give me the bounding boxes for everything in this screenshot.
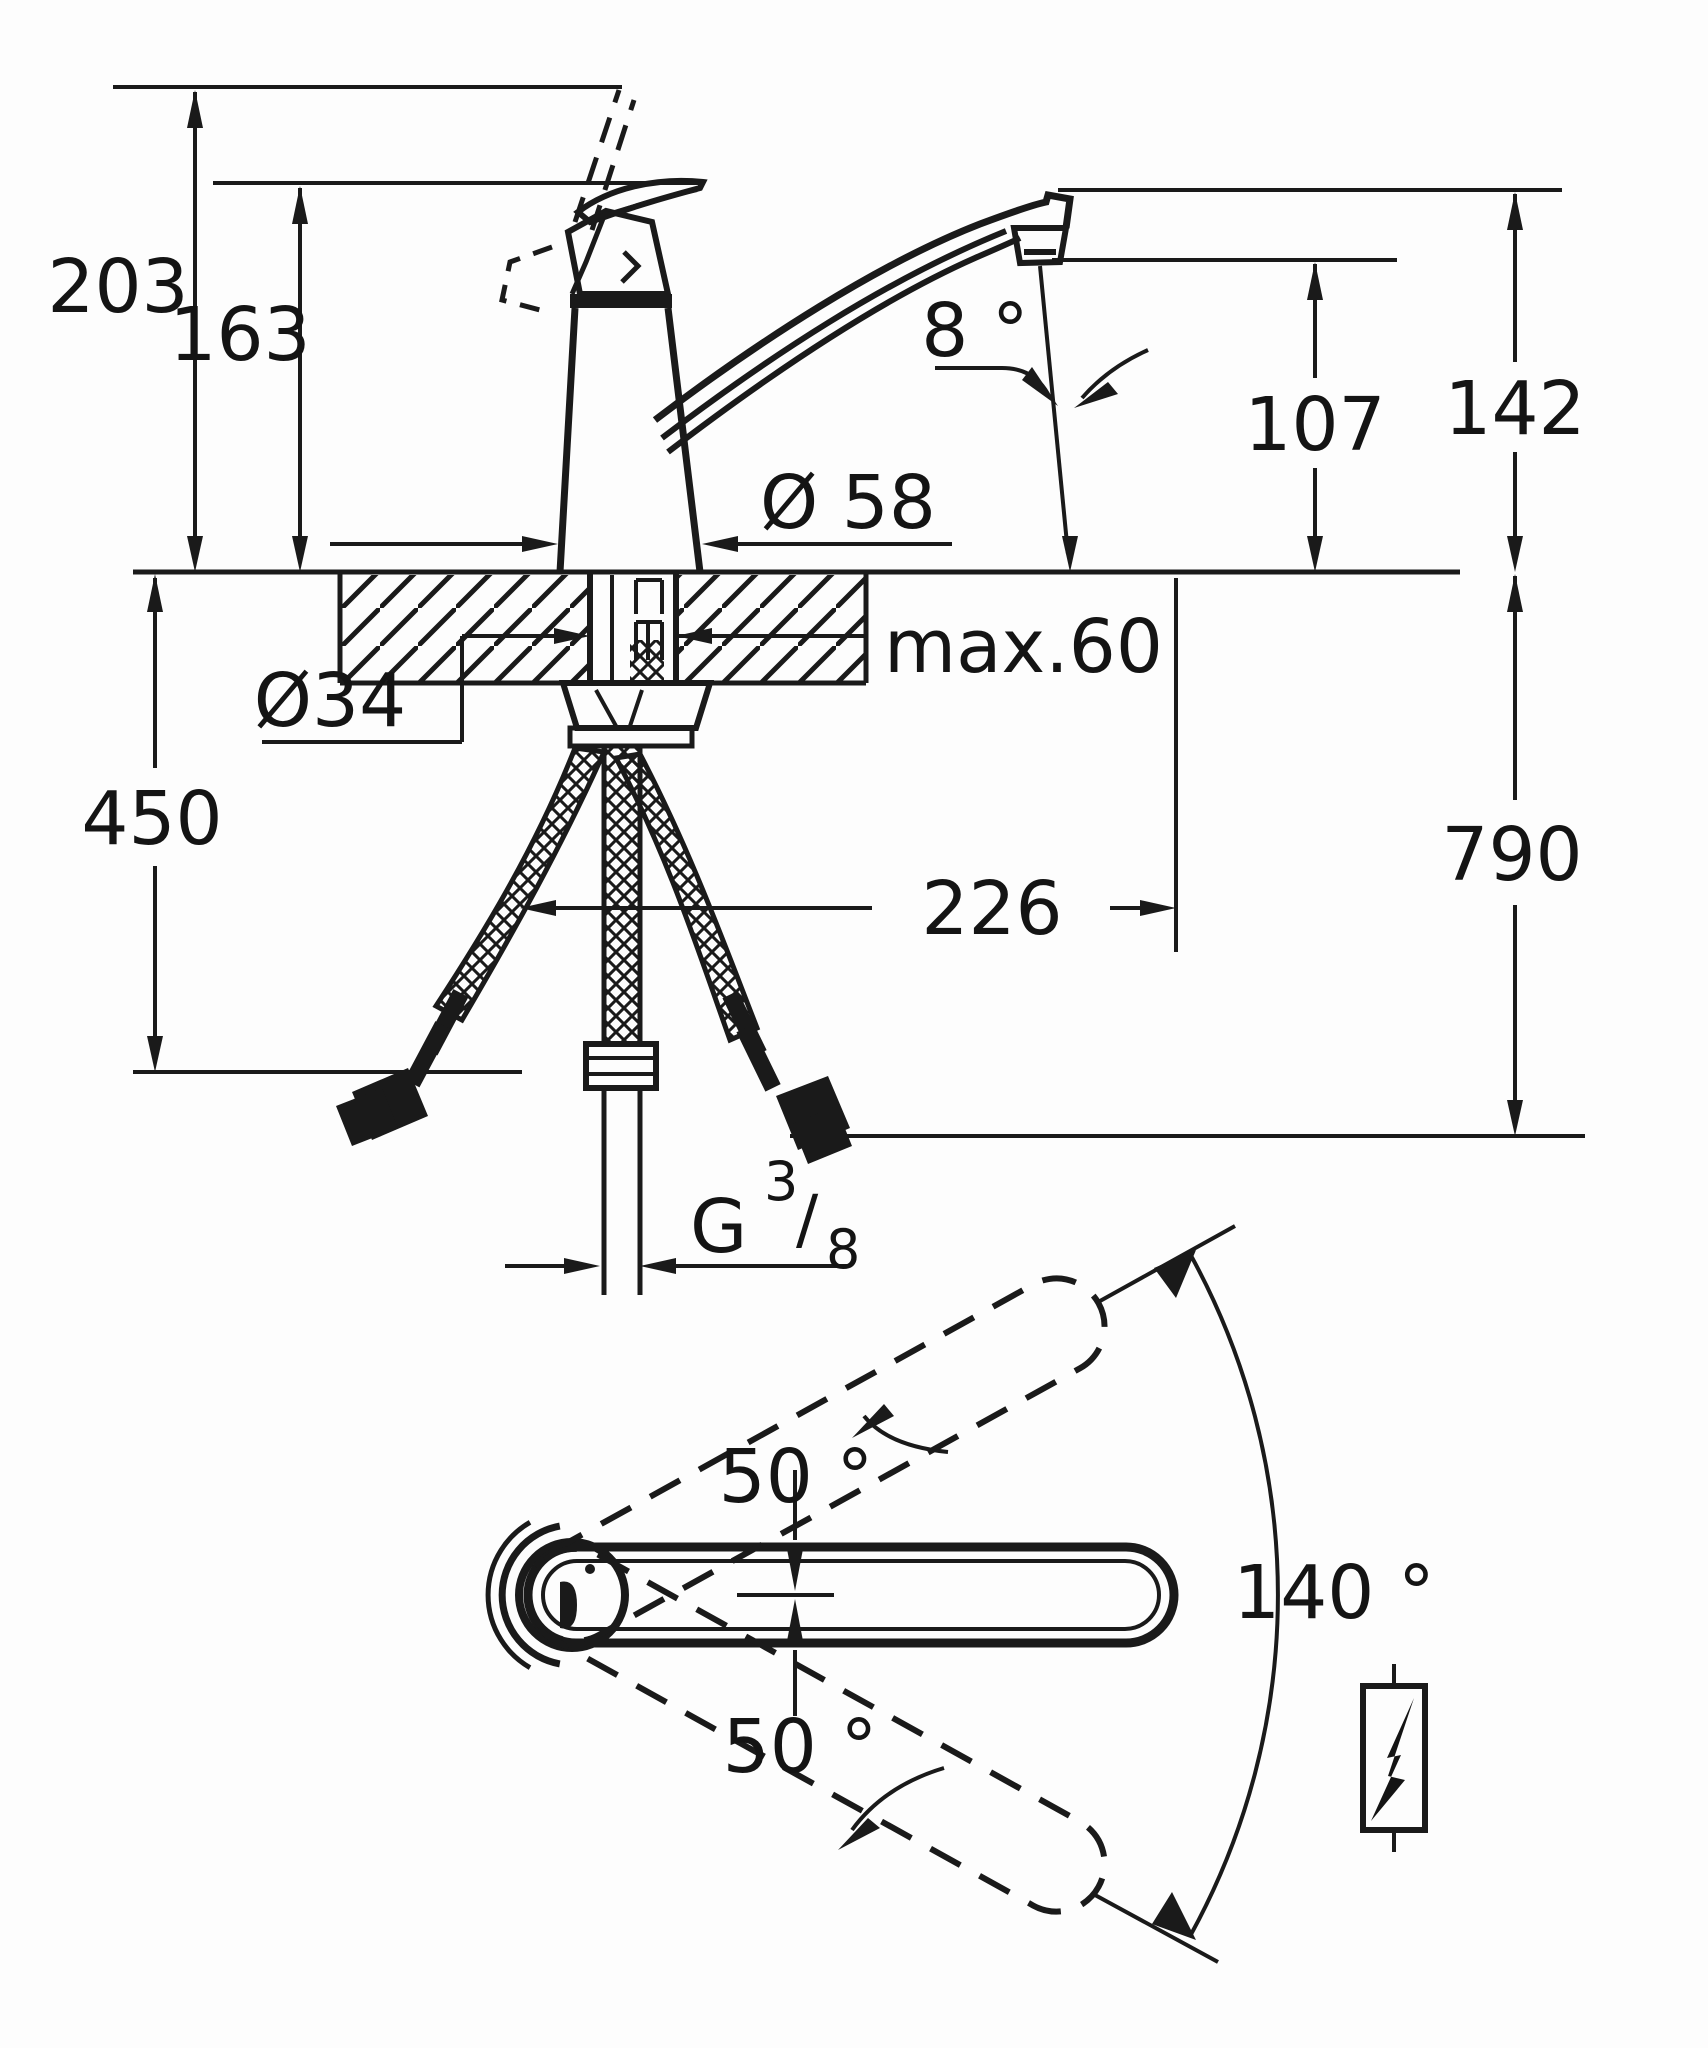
leader-upper-arrow — [852, 1404, 894, 1438]
dimensions: 203 163 Ø 58 — [47, 85, 1586, 1281]
mounting-flange — [558, 680, 715, 731]
swivel-arc — [1188, 1253, 1280, 1937]
dim-label-226: 226 — [921, 866, 1062, 952]
dim-label-107: 107 — [1244, 382, 1385, 468]
counter-hatch-right — [678, 575, 866, 681]
tube-nut-detail — [586, 1056, 656, 1076]
aerator — [1010, 225, 1070, 267]
handle-dashed-upper — [524, 1275, 1108, 1645]
dim-label-163: 163 — [169, 292, 310, 378]
thread-label-slash: / — [796, 1181, 819, 1258]
body-arc-1 — [498, 1522, 561, 1668]
leader-lower-arrow — [838, 1818, 880, 1850]
handle-solid-inner — [541, 1559, 1161, 1631]
thread-label-num: 3 — [764, 1150, 798, 1213]
angle-arrow-left — [1022, 367, 1058, 406]
left-hose-fitting — [336, 989, 469, 1146]
right-hose — [612, 751, 761, 1044]
handle-dashed-lower — [524, 1545, 1108, 1915]
dim-142: 142 — [1058, 188, 1586, 572]
angle-arrow-right — [1074, 382, 1118, 408]
swivel-arc-arrow-bottom — [1152, 1892, 1196, 1940]
centerline-and-stubs — [737, 1470, 834, 1716]
side-view: 8 ° 203 163 — [47, 85, 1586, 1295]
dim-label-450: 450 — [81, 776, 222, 862]
dim-226: 226 — [520, 578, 1178, 952]
swivel-arc-arrow-top — [1154, 1250, 1196, 1298]
dim-o34: Ø34 — [254, 628, 868, 744]
spout-bottom-edge — [666, 235, 1022, 455]
stream-and-angle: 8 ° — [921, 265, 1149, 572]
mounting-and-hoses — [336, 572, 852, 1295]
dim-107: 107 — [1052, 258, 1397, 572]
dim-label-max60: max.60 — [884, 604, 1163, 690]
stream-arrow-down — [1062, 536, 1078, 572]
angle-arc-right — [1080, 348, 1149, 400]
spout-mid-edge — [660, 228, 1008, 441]
leader-lower — [850, 1766, 945, 1832]
center-arrow-down — [787, 1549, 803, 1591]
dim-label-angle: 8 ° — [921, 288, 1029, 374]
extension-lines — [1094, 1224, 1236, 1964]
body-band — [570, 294, 672, 308]
dim-label-140: 140 ° — [1233, 1550, 1435, 1636]
body-arc-2 — [485, 1520, 532, 1670]
spout-top-edge — [652, 190, 1074, 423]
lever-raised-dashed — [572, 89, 637, 231]
dim-450: 450 — [81, 574, 522, 1074]
dot-upper — [585, 1564, 595, 1574]
faucet-body — [499, 89, 708, 573]
neck-creases — [569, 210, 642, 296]
dim-label-o34: Ø34 — [254, 658, 406, 744]
right-hose-fitting — [722, 990, 852, 1164]
lever-raised-hub-dashed — [499, 244, 553, 313]
flange-detail — [594, 689, 644, 727]
shank-hose — [630, 640, 664, 682]
dim-label-142: 142 — [1444, 366, 1585, 452]
dim-o58: Ø 58 — [330, 460, 952, 552]
dim-label-50-lower: 50 ° — [723, 1704, 878, 1790]
lever-blade-inner — [595, 188, 698, 220]
stream-line — [1038, 265, 1070, 555]
lever-neck — [564, 207, 672, 297]
countertop-section — [133, 569, 1460, 686]
dim-163: 163 — [169, 181, 704, 572]
left-hose — [432, 745, 608, 1024]
tube-nut — [583, 1041, 659, 1091]
thread-label-g: G — [690, 1184, 747, 1270]
dim-label-790: 790 — [1441, 812, 1582, 898]
lightning-bolt-icon — [1371, 1698, 1414, 1821]
dim-label-203: 203 — [47, 244, 188, 330]
cartridge-mark — [560, 1581, 577, 1629]
dim-label-50-upper: 50 ° — [719, 1434, 874, 1520]
connection-tube — [601, 1088, 643, 1295]
dim-label-o58: Ø 58 — [760, 460, 936, 546]
low-voltage-symbol — [1360, 1664, 1428, 1852]
thread-label-den: 8 — [826, 1218, 860, 1281]
dim-790: 790 — [790, 574, 1585, 1138]
dim-g38: G 3 / 8 — [505, 1150, 860, 1281]
top-view: 50 ° 140 ° 50 ° — [485, 1224, 1435, 1964]
dim-203: 203 — [47, 85, 622, 572]
center-arrow-up — [787, 1599, 803, 1641]
shank-sides — [587, 572, 679, 683]
